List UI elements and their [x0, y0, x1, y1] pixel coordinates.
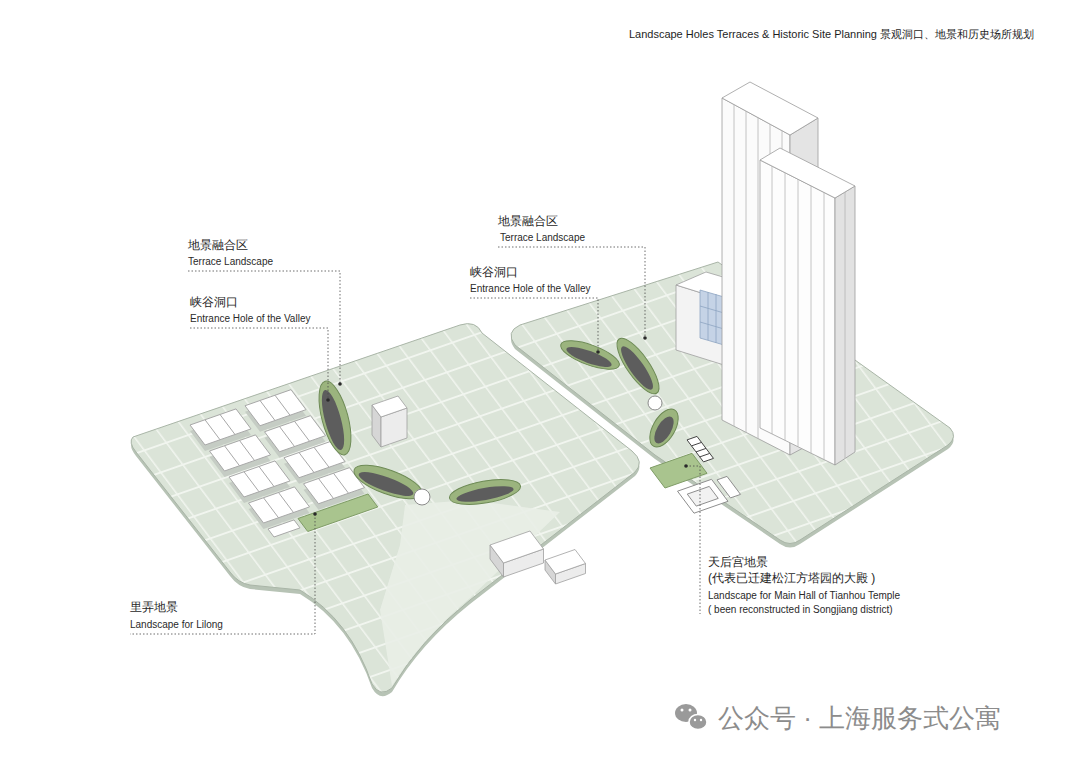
- hole-void: [616, 343, 657, 394]
- icon-eye: [694, 719, 696, 721]
- leader-dot: [313, 512, 317, 516]
- leader-dot: [326, 398, 330, 402]
- leader-dots: [313, 336, 688, 516]
- tianhou-site: [641, 436, 742, 516]
- temple-building: [687, 486, 718, 506]
- lane-strip: [268, 520, 300, 537]
- hole-void: [356, 468, 415, 501]
- leader-dot: [643, 336, 647, 340]
- box-top: [490, 531, 544, 563]
- callout-title: 地景融合区: [498, 214, 558, 228]
- landscape-holes-right: [557, 333, 684, 452]
- stripes: [692, 442, 710, 457]
- round-opening: [414, 489, 430, 505]
- icon-bubble: [689, 715, 707, 730]
- hole-rim: [557, 335, 622, 375]
- glass-grid: [700, 292, 724, 343]
- leader-dot: [338, 382, 342, 386]
- callout-subtitle: Entrance Hole of the Valley: [190, 313, 310, 325]
- hole-rim: [610, 333, 666, 400]
- plaza: [380, 500, 560, 686]
- callout-note: (代表已迁建松江方塔园的大殿 ): [708, 571, 875, 585]
- callout-title: 地景融合区: [188, 238, 248, 252]
- callout-subtitle: Landscape for Lilong: [130, 619, 223, 631]
- callout-subtitle: Landscape for Main Hall of Tianhou Templ…: [708, 590, 900, 602]
- callout-subtitle: Terrace Landscape: [188, 256, 273, 268]
- leader-line: [470, 298, 598, 352]
- leader-line: [130, 514, 315, 634]
- temple-building: [717, 476, 741, 498]
- leader-dot: [596, 350, 600, 354]
- wechat-icon: [675, 704, 707, 730]
- hole-rim: [644, 404, 684, 451]
- callout-title: 里弄地景: [130, 600, 178, 614]
- leader-dot: [684, 464, 688, 468]
- tower-fins: [772, 166, 845, 460]
- page-title: Landscape Holes Terraces & Historic Site…: [629, 28, 1034, 41]
- tower: [722, 82, 855, 465]
- leader-line: [190, 328, 328, 400]
- leader-lines: [130, 247, 700, 634]
- tianhou-landscape: [650, 453, 707, 488]
- leader-line: [188, 271, 340, 384]
- icon-eye: [689, 709, 692, 712]
- icon-eye: [681, 709, 684, 712]
- callout-title: 峡谷洞口: [470, 265, 518, 279]
- callout-title: 天后宫地景: [708, 555, 768, 569]
- hole-rim: [313, 378, 358, 458]
- glass-roof: [700, 290, 724, 345]
- round-opening: [648, 396, 662, 410]
- callout-subtitle: Entrance Hole of the Valley: [470, 283, 590, 295]
- tower-front-top: [760, 148, 855, 198]
- callout-subtitle: Terrace Landscape: [500, 232, 585, 244]
- leader-line: [686, 466, 700, 614]
- lilong-buildings: [190, 390, 379, 542]
- hole-rim: [448, 475, 523, 509]
- podium-front: [676, 285, 724, 365]
- slab-top: [372, 396, 407, 417]
- striped-structure: [687, 436, 714, 462]
- lilong-landscape: [298, 494, 378, 532]
- hole-void: [564, 343, 613, 371]
- watermark: 公众号 · 上海服务式公寓: [718, 703, 1001, 734]
- landscape-holes-left: [313, 378, 523, 509]
- callout-note: ( been reconstructed in Songjiang distri…: [708, 604, 893, 616]
- hole-void: [455, 483, 514, 505]
- hole-void: [650, 414, 677, 447]
- hole-void: [317, 388, 349, 452]
- box-top: [545, 550, 586, 575]
- callout-title: 峡谷洞口: [190, 295, 238, 309]
- icon-eye: [700, 719, 702, 721]
